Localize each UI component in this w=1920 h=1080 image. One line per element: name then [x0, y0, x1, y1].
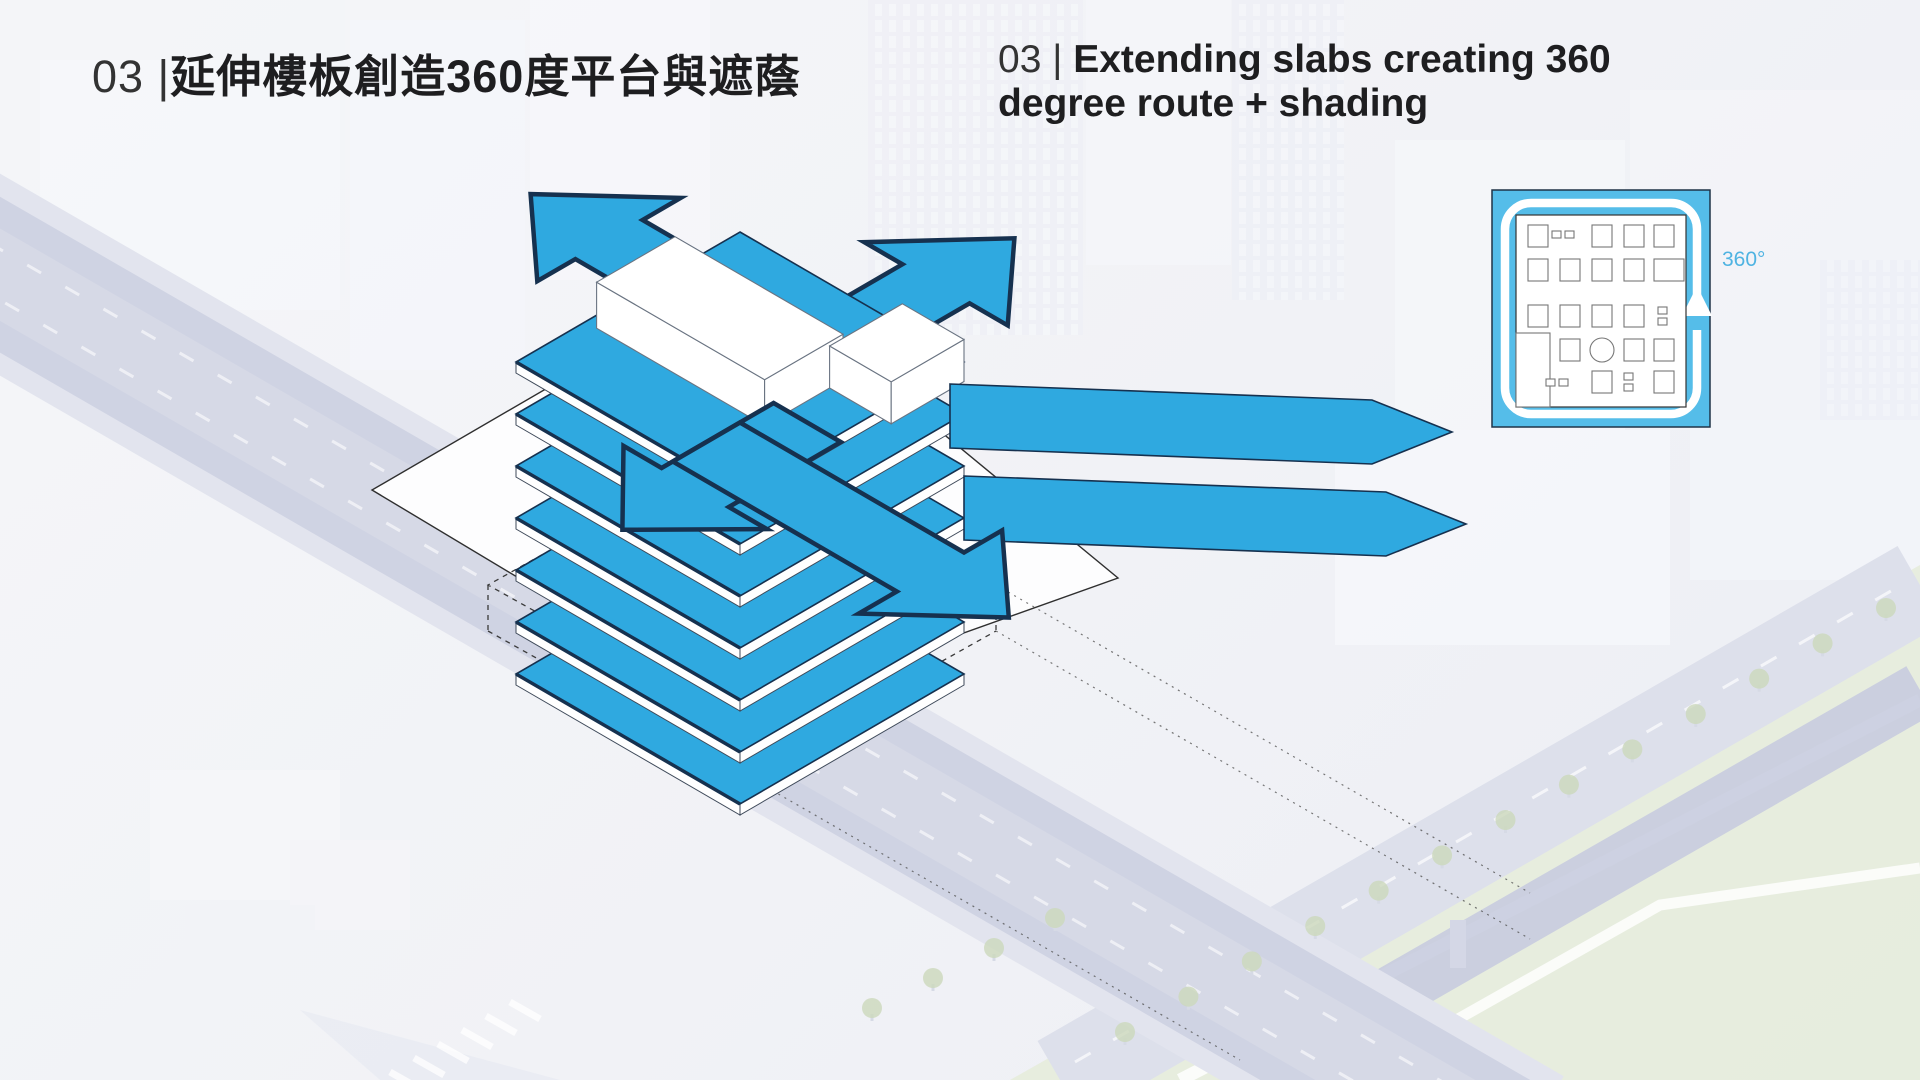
roof-volume-cube [828, 303, 966, 425]
tree-icon [1876, 598, 1896, 618]
tower-right [1232, 0, 1344, 300]
tree-icon [1812, 633, 1833, 654]
plan-column [1591, 370, 1613, 394]
plan-column [1653, 370, 1675, 394]
setback-line [741, 772, 1241, 1061]
slab-edge-shadow [515, 516, 741, 650]
plan-column [1559, 258, 1581, 282]
tree-icon [1115, 1022, 1135, 1042]
plan-columns [1515, 224, 1685, 408]
plan-column [1591, 258, 1613, 282]
crosswalk-stripe [388, 1068, 412, 1080]
roof-volume-long [595, 236, 845, 427]
plan-column [1591, 224, 1613, 248]
route-360-label: 360° [1722, 248, 1765, 271]
title-en-line2: degree route + shading [998, 82, 1429, 126]
plan-column [1623, 372, 1634, 381]
tree-icon [1558, 774, 1579, 795]
plan-column [1559, 304, 1581, 328]
tree-icon [1368, 880, 1389, 901]
crosswalk-stripe [508, 998, 542, 1023]
plan-column [1591, 304, 1613, 328]
plan-column [1527, 224, 1549, 248]
title-en-line1: Extending slabs creating 360 [1073, 38, 1611, 81]
tree-icon [923, 968, 943, 988]
plan-column [1515, 332, 1551, 408]
bench [185, 905, 315, 945]
street-trees [862, 598, 1896, 1045]
arrow-southeast-icon [668, 419, 1012, 620]
crosswalk-stripe [484, 1012, 518, 1037]
plan-column [1623, 338, 1645, 362]
tree-icon [862, 998, 882, 1018]
box-top [828, 303, 966, 383]
slab-extension-east [949, 383, 1455, 465]
crosswalk-stripe [436, 1040, 470, 1065]
plan-column [1653, 224, 1675, 248]
plan-column [1527, 304, 1549, 328]
plan-column [1558, 378, 1569, 387]
plan-circle-column [1589, 337, 1615, 363]
crosswalk-stripe [460, 1026, 494, 1051]
slab-edge-shadow [515, 568, 741, 702]
setback-line [995, 630, 1531, 940]
plan-column [1623, 258, 1645, 282]
plan-column [1623, 383, 1634, 392]
plan-column [1657, 317, 1668, 326]
plan-column [1559, 338, 1581, 362]
section-number-en: 03 | [998, 38, 1074, 81]
tree-icon [1622, 739, 1643, 760]
setback-line [995, 584, 1531, 894]
plan-column [1653, 338, 1675, 362]
tree-icon [1241, 951, 1262, 972]
box-top [595, 236, 845, 381]
shadow [300, 1010, 560, 1080]
plan-column [1623, 304, 1645, 328]
plan-column [1527, 258, 1549, 282]
title-english: 03 | Extending slabs creating 360 degree… [998, 38, 1611, 127]
route-arrow-up-icon [1682, 286, 1712, 316]
plan-column [1653, 258, 1685, 282]
route-gap [1688, 314, 1706, 330]
slab-edge-shadow [515, 620, 741, 754]
plan-column [1551, 230, 1562, 239]
crosswalk-stripe [412, 1054, 446, 1079]
title-zh-text: 延伸樓板創造360度平台與遮蔭 [170, 51, 801, 102]
title-chinese: 03 |延伸樓板創造360度平台與遮蔭 [92, 40, 800, 105]
tree-icon [1432, 845, 1453, 866]
tree-icon [1305, 916, 1326, 936]
plan-column [1545, 378, 1556, 387]
tree-icon [1178, 986, 1199, 1007]
section-number-zh: 03 | [92, 51, 171, 102]
plan-column [1564, 230, 1575, 239]
plan-column [1623, 224, 1645, 248]
plan-column [1657, 306, 1668, 315]
tree-icon [1495, 810, 1516, 830]
tree-icon [1749, 668, 1770, 689]
slab-extension-east [963, 475, 1469, 557]
crosswalk [388, 998, 542, 1080]
tree-icon [984, 938, 1004, 958]
ramp-pier [1450, 920, 1466, 968]
tree-icon [1685, 704, 1706, 724]
slab-edge-shadow [515, 672, 741, 806]
tree-icon [1045, 908, 1065, 928]
